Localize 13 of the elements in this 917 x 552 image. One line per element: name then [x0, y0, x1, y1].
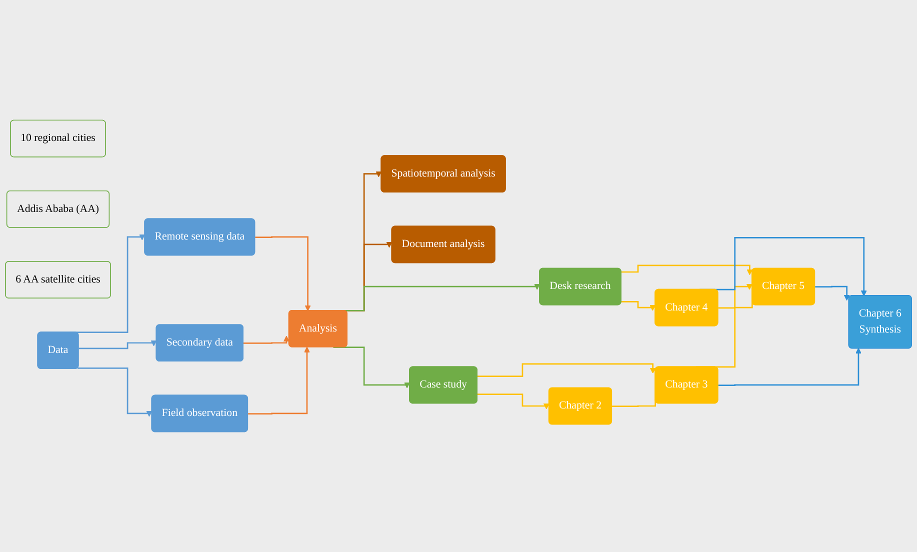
arrow [78, 368, 152, 417]
arrow [478, 363, 656, 377]
arrow [255, 236, 311, 312]
arrow [78, 340, 157, 350]
arrow [718, 348, 862, 386]
arrow [333, 346, 410, 388]
connector [718, 300, 753, 309]
arrow [244, 336, 290, 344]
arrow [478, 394, 550, 410]
arrow [621, 301, 656, 311]
arrow [621, 264, 753, 276]
arrow [815, 286, 850, 301]
arrow [248, 346, 310, 414]
